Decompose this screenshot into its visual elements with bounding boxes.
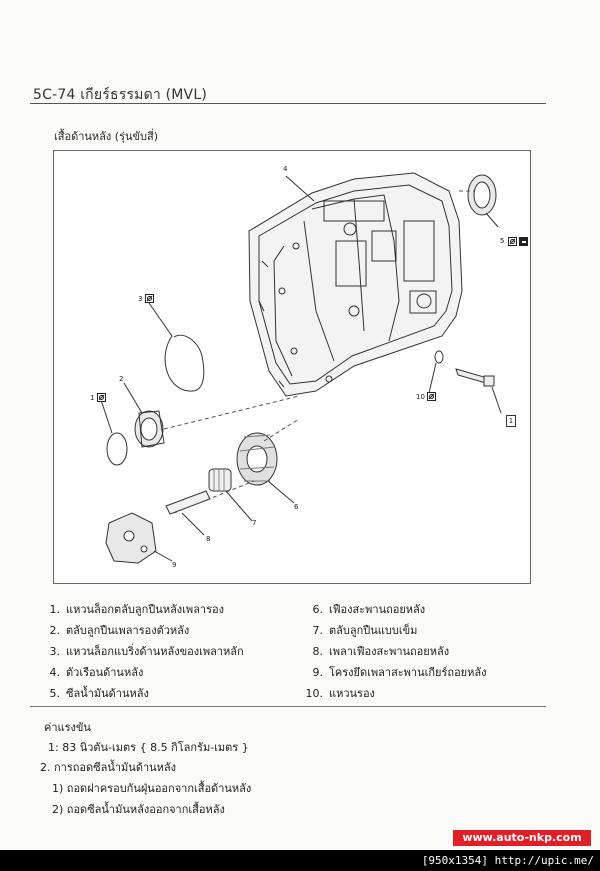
washer-drawing (434, 350, 444, 364)
diagram-drawing (99, 172, 502, 564)
legend-item-7: 7.ตลับลูกปืนแบบเข็ม (312, 624, 418, 637)
do-not-reuse-icon (97, 393, 106, 402)
idler-shaft-drawing (165, 490, 211, 515)
alignment-lines (163, 190, 474, 514)
torque-value: : 83 นิวตัน-เมตร { 8.5 กิโลกรัม-เมตร } (55, 741, 249, 754)
bolt-drawing (455, 368, 495, 387)
legend-item-3: 3.แหวนล็อกแบริ่งด้านหลังของเพลาหลัก (49, 645, 244, 658)
do-not-reuse-icon (508, 237, 517, 246)
legend-item-5: 5.ซีลน้ำมันด้านหลัง (49, 687, 149, 700)
apply-grease-icon (519, 237, 528, 246)
do-not-reuse-icon (145, 294, 154, 303)
legend-item-2: 2.ตลับลูกปืนเพลารองตัวหลัง (49, 624, 190, 637)
callout-7: 7 (252, 519, 257, 527)
legend-item-1: 1.แหวนล็อกตลับลูกปืนหลังเพลารอง (49, 603, 225, 616)
callout-10: 10 (416, 393, 425, 401)
exploded-view-diagram: 4 5 3 2 1 10 1 6 7 8 9 (53, 150, 531, 584)
do-not-reuse-icon (427, 392, 436, 401)
oil-seal-drawing (467, 174, 497, 216)
callout-leaders (99, 175, 502, 562)
legend-item-10: 10.แหวนรอง (305, 687, 375, 700)
legend-item-9: 9.โครงยึดเพลาสะพานเกียร์ถอยหลัง (312, 666, 487, 679)
callout-2: 2 (119, 375, 124, 383)
legend-item-4: 4.ตัวเรือนด้านหลัง (49, 666, 144, 679)
legend-item-8: 8.เพลาเฟืองสะพานถอยหลัง (312, 645, 450, 658)
callout-9: 9 (172, 561, 177, 569)
rear-housing-drawing (248, 172, 463, 397)
needle-bearing-drawing (208, 468, 232, 492)
torque-ref-box: 1 (506, 415, 516, 427)
header-divider (30, 103, 546, 104)
torque-heading: ค่าแรงขัน (44, 721, 91, 734)
legend-item-6: 6.เฟืองสะพานถอยหลัง (312, 603, 426, 616)
torque-ref-number: 1 (48, 741, 55, 754)
callout-1: 1 (90, 394, 95, 402)
callout-3: 3 (138, 295, 143, 303)
callout-5: 5 (500, 237, 505, 245)
step-2-sub-1: 1) ถอดฝาครอบกันฝุ่นออกจากเสื้อด้านหลัง (52, 782, 252, 795)
manual-page: 5C-74 เกียร์ธรรมดา (MVL) เสื้อด้านหลัง (… (0, 0, 600, 850)
image-footer-bar: [950x1354] http://upic.me/ (0, 850, 600, 871)
site-watermark: www.auto-nkp.com (453, 830, 591, 846)
reverse-idler-gear-drawing (236, 432, 278, 486)
snap-ring-3-drawing (164, 334, 205, 392)
bearing-2-drawing (134, 410, 165, 448)
torque-spec: 1: 83 นิวตัน-เมตร { 8.5 กิโลกรัม-เมตร } (48, 738, 249, 756)
snap-ring-1-drawing (106, 432, 128, 466)
step-2-sub-2: 2) ถอดซีลน้ำมันหลังออกจากเสื้อหลัง (52, 803, 225, 816)
section-title: เสื้อด้านหลัง (รุ่นขับสี่) (54, 130, 159, 143)
legend-divider (30, 706, 546, 707)
callout-6: 6 (294, 503, 299, 511)
image-size-caption: [950x1354] http://upic.me/ (421, 854, 594, 867)
page-header-title: 5C-74 เกียร์ธรรมดา (MVL) (33, 87, 207, 103)
step-2: 2. การถอดซีลน้ำมันด้านหลัง (40, 761, 177, 774)
callout-8: 8 (206, 535, 211, 543)
shaft-bracket-drawing (105, 512, 157, 564)
callout-4: 4 (283, 165, 288, 173)
